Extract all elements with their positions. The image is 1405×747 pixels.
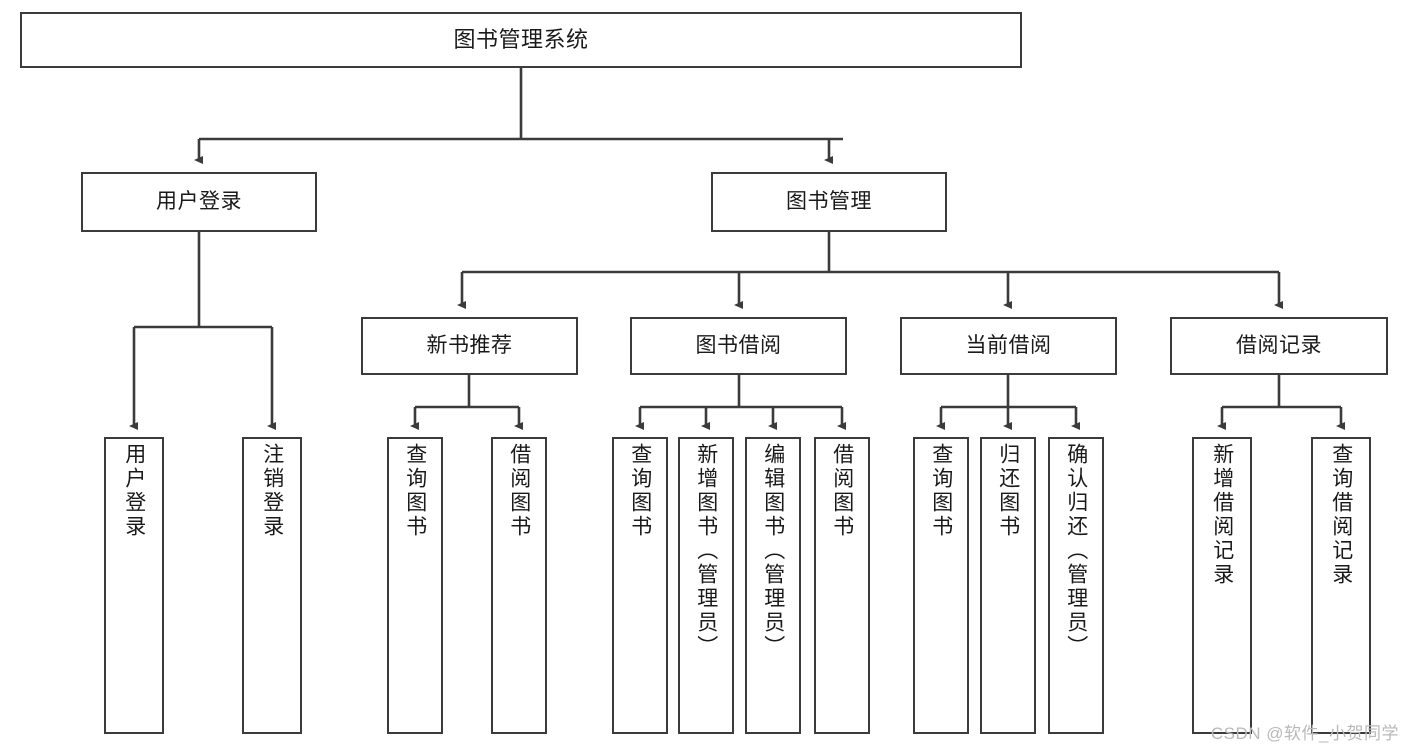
node-root[interactable]: 图书管理系统 bbox=[20, 12, 1022, 68]
node-borrow-record[interactable]: 借阅记录 bbox=[1170, 317, 1388, 375]
node-leaf-logout-login[interactable]: 注销登录 bbox=[242, 437, 302, 734]
node-current-borrow-label: 当前借阅 bbox=[965, 334, 1052, 358]
node-leaf-query-book-2-label: 查询图书 bbox=[628, 443, 652, 539]
node-current-borrow[interactable]: 当前借阅 bbox=[900, 317, 1117, 375]
node-leaf-query-record-label: 查询借阅记录 bbox=[1329, 443, 1353, 587]
node-leaf-user-login-label: 用户登录 bbox=[122, 443, 146, 539]
node-leaf-query-book-1-label: 查询图书 bbox=[403, 443, 427, 539]
node-new-book-recommend[interactable]: 新书推荐 bbox=[361, 317, 578, 375]
node-user-login[interactable]: 用户登录 bbox=[81, 172, 317, 232]
node-leaf-logout-login-label: 注销登录 bbox=[260, 443, 284, 539]
node-leaf-add-book-label: 新增图书（管理员） bbox=[694, 443, 718, 659]
node-leaf-query-book-2[interactable]: 查询图书 bbox=[612, 437, 668, 734]
node-leaf-borrow-book-1[interactable]: 借阅图书 bbox=[491, 437, 547, 734]
node-leaf-edit-book[interactable]: 编辑图书（管理员） bbox=[745, 437, 801, 734]
node-leaf-query-book-3[interactable]: 查询图书 bbox=[913, 437, 969, 734]
node-leaf-confirm-return[interactable]: 确认归还（管理员） bbox=[1048, 437, 1104, 734]
node-leaf-return-book[interactable]: 归还图书 bbox=[980, 437, 1036, 734]
node-new-book-recommend-label: 新书推荐 bbox=[426, 334, 513, 358]
node-leaf-query-book-3-label: 查询图书 bbox=[929, 443, 953, 539]
node-book-management[interactable]: 图书管理 bbox=[711, 172, 947, 232]
node-leaf-edit-book-label: 编辑图书（管理员） bbox=[761, 443, 785, 659]
node-user-login-label: 用户登录 bbox=[156, 190, 242, 214]
node-leaf-return-book-label: 归还图书 bbox=[996, 443, 1020, 539]
node-leaf-add-book[interactable]: 新增图书（管理员） bbox=[678, 437, 734, 734]
node-leaf-borrow-book-1-label: 借阅图书 bbox=[507, 443, 531, 539]
watermark: CSDN @软件_小贺同学 bbox=[1210, 724, 1399, 743]
node-leaf-user-login[interactable]: 用户登录 bbox=[104, 437, 164, 734]
node-borrow-record-label: 借阅记录 bbox=[1236, 334, 1322, 358]
node-leaf-add-record[interactable]: 新增借阅记录 bbox=[1192, 437, 1252, 734]
node-book-borrow-label: 图书借阅 bbox=[695, 334, 782, 358]
node-leaf-confirm-return-label: 确认归还（管理员） bbox=[1064, 443, 1088, 659]
node-leaf-borrow-book-2[interactable]: 借阅图书 bbox=[814, 437, 870, 734]
node-leaf-query-book-1[interactable]: 查询图书 bbox=[387, 437, 443, 734]
node-book-borrow[interactable]: 图书借阅 bbox=[630, 317, 847, 375]
node-leaf-borrow-book-2-label: 借阅图书 bbox=[830, 443, 854, 539]
node-leaf-query-record[interactable]: 查询借阅记录 bbox=[1311, 437, 1371, 734]
node-book-management-label: 图书管理 bbox=[786, 190, 872, 214]
node-leaf-add-record-label: 新增借阅记录 bbox=[1210, 443, 1234, 587]
node-root-label: 图书管理系统 bbox=[453, 26, 589, 52]
